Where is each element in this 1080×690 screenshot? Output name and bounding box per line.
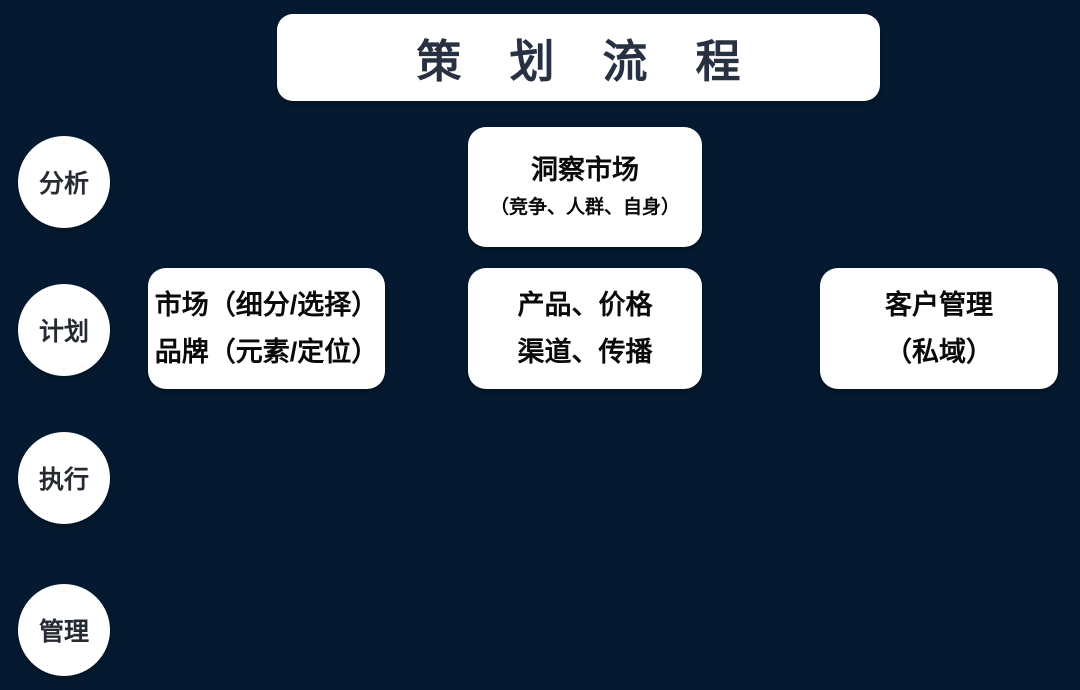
box-product-channel: 产品、价格 渠道、传播 [468,268,702,389]
stage-label-execute: 执行 [38,466,89,494]
stage-circle-manage: 管理 [18,584,110,676]
private-domain-line: （私域） [885,336,993,367]
brand-positioning-line: 品牌（元素/定位） [154,336,379,367]
market-insight-title: 洞察市场 [531,155,639,185]
stage-circle-analysis: 分析 [18,136,110,228]
box-market-insight: 洞察市场 （竞争、人群、自身） [468,127,702,247]
customer-management-line: 客户管理 [885,289,993,320]
stage-label-analysis: 分析 [38,170,89,198]
market-segmentation-line: 市场（细分/选择） [154,289,379,320]
product-price-line: 产品、价格 [517,289,653,320]
box-customer-management: 客户管理 （私域） [820,268,1058,389]
stage-label-plan: 计划 [38,318,89,346]
stage-label-manage: 管理 [38,618,89,646]
title-box: 策划流程 [277,14,880,101]
channel-promotion-line: 渠道、传播 [517,336,653,367]
box-market-brand: 市场（细分/选择） 品牌（元素/定位） [148,268,385,389]
page-title: 策划流程 [416,36,789,87]
stage-circle-plan: 计划 [18,284,110,376]
stage-circle-execute: 执行 [18,432,110,524]
market-insight-subtitle: （竞争、人群、自身） [489,197,680,218]
